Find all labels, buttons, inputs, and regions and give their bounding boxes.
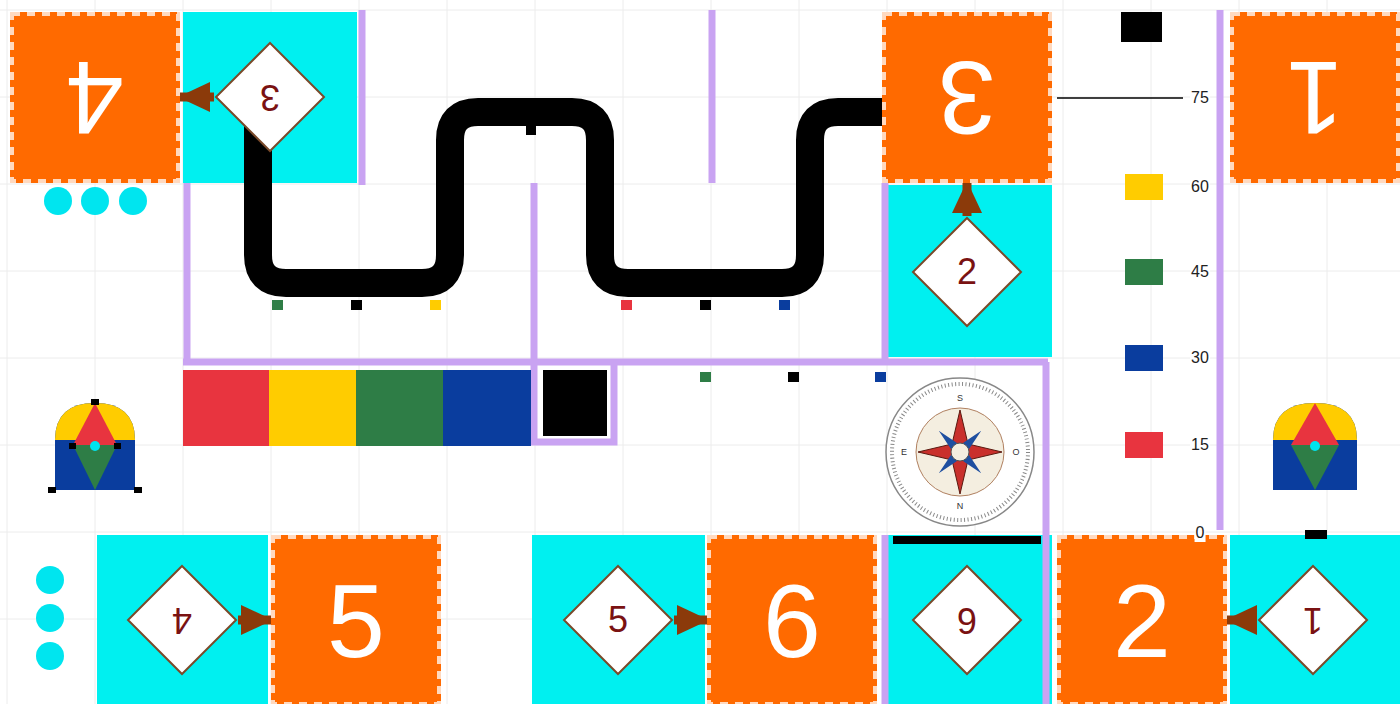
start-diamond: 3 xyxy=(214,41,326,153)
legend-text: 15 xyxy=(1190,436,1210,454)
legend-swatch xyxy=(1125,432,1163,458)
score-tile: 5 xyxy=(271,535,441,704)
tile-number: 1 xyxy=(1286,46,1344,150)
cyan-dots xyxy=(36,187,147,670)
legend-text: 60 xyxy=(1190,178,1210,196)
line-track xyxy=(258,112,884,283)
score-tile: 3 xyxy=(882,12,1052,183)
robot-icon xyxy=(1273,403,1357,490)
black-bar xyxy=(893,536,1041,544)
diamond-number: 5 xyxy=(608,602,628,638)
arrow-connector xyxy=(963,183,972,216)
tile-number: 5 xyxy=(327,569,385,673)
tile-number: 4 xyxy=(66,46,124,150)
legend-swatch xyxy=(1125,345,1163,371)
legend-line xyxy=(1057,97,1183,99)
compass-letter: N xyxy=(956,501,965,512)
arrow-connector xyxy=(238,616,271,625)
diamond-number: 4 xyxy=(172,602,192,638)
score-tile: 6 xyxy=(707,535,877,704)
compass-letter: O xyxy=(1011,447,1020,458)
legend-swatch xyxy=(1125,174,1163,200)
start-diamond: 4 xyxy=(126,564,238,676)
start-diamond: 1 xyxy=(1257,564,1369,676)
track-markers xyxy=(272,125,886,382)
diamond-number: 2 xyxy=(957,254,977,290)
tile-number: 6 xyxy=(763,569,821,673)
diamond-number: 1 xyxy=(1303,602,1323,638)
start-diamond: 6 xyxy=(911,564,1023,676)
tile-number: 3 xyxy=(938,46,996,150)
compass-letter: E xyxy=(900,447,908,458)
color-strip xyxy=(183,370,607,446)
score-tile: 4 xyxy=(10,12,180,183)
legend-text: 75 xyxy=(1190,89,1210,107)
tile-number: 2 xyxy=(1113,569,1171,673)
arrow-connector xyxy=(180,93,214,102)
legend-text: 45 xyxy=(1190,263,1210,281)
compass-letter: S xyxy=(956,393,964,404)
arrow-connector xyxy=(1227,616,1257,625)
compass-rose xyxy=(886,378,1034,526)
score-tile: 2 xyxy=(1057,535,1227,704)
legend-swatch xyxy=(1125,259,1163,285)
diamond-number: 6 xyxy=(957,602,977,638)
robot-icon xyxy=(48,399,142,493)
start-diamond: 5 xyxy=(562,564,674,676)
scale-marks xyxy=(1121,12,1162,42)
scale-number: 0 xyxy=(1195,524,1206,542)
diamond-number: 3 xyxy=(260,79,280,115)
start-diamond: 2 xyxy=(911,216,1023,328)
black-bar xyxy=(1305,530,1327,539)
score-tile: 1 xyxy=(1230,12,1400,183)
arrow-connector xyxy=(674,616,707,625)
legend-text: 30 xyxy=(1190,349,1210,367)
